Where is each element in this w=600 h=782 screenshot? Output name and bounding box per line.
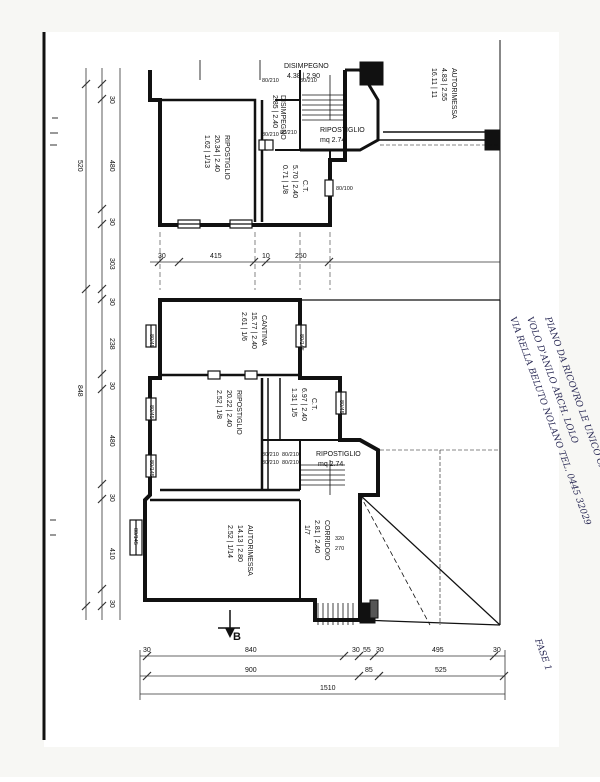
dim-label: 30 bbox=[352, 647, 360, 654]
room-area: 1/7 bbox=[303, 525, 310, 535]
room-title: RIPOSTIGLIO bbox=[223, 135, 230, 180]
window-label: 80/210 bbox=[262, 78, 279, 84]
window-label: 80/210 bbox=[262, 452, 279, 458]
lower-room-labels: CANTINA 15.77 | 2.40 2.61 | 1/6 RIPOSTIG… bbox=[215, 312, 361, 576]
upper-windows bbox=[177, 139, 334, 229]
window-label: 80/210 bbox=[262, 132, 279, 138]
window-label: 80/145 bbox=[298, 334, 304, 351]
dim-label: 30 bbox=[108, 96, 115, 104]
dim-label: 1510 bbox=[320, 685, 336, 692]
window-label: 80/210 bbox=[282, 460, 299, 466]
room-dims: 4.38 | 2.90 bbox=[287, 73, 320, 80]
dim-label: 320 bbox=[335, 536, 344, 542]
stray-marks bbox=[50, 60, 261, 536]
room-dims: 14.13 | 2.80 bbox=[236, 525, 243, 562]
dim-label: 30 bbox=[143, 647, 151, 654]
room-area: 0.71 | 1/8 bbox=[281, 165, 288, 194]
dim-label: 250 bbox=[295, 253, 307, 260]
room-title: CANTINA bbox=[260, 315, 267, 346]
room-area: 2.52 | 1/14 bbox=[226, 525, 233, 558]
dim-label: 525 bbox=[435, 667, 447, 674]
room-area: 1.62 | 1/13 bbox=[203, 135, 210, 168]
dim-label: 30 bbox=[108, 298, 115, 306]
section-marker-b: B bbox=[218, 610, 241, 643]
room-title: RIPOSTIGLIO bbox=[320, 127, 365, 134]
room-title: C.T. bbox=[301, 180, 308, 193]
upper-room-labels: DISIMPEGNO 4.38 | 2.90 DISIMPEGNO 2.85 |… bbox=[203, 63, 457, 198]
dim-label: 303 bbox=[108, 258, 115, 270]
room-dims: 20.22 | 2.40 bbox=[225, 390, 232, 427]
room-title: CORRIDOIO bbox=[323, 520, 330, 561]
room-area: mq 2.74 bbox=[320, 137, 345, 144]
room-area: mq 2.74 bbox=[318, 461, 343, 468]
dim-label: 30 bbox=[376, 647, 384, 654]
room-dims: 15.77 | 2.40 bbox=[250, 312, 257, 349]
room-title: C.T. bbox=[310, 398, 317, 411]
dim-label: 85 bbox=[365, 667, 373, 674]
left-dimension-lines bbox=[81, 68, 121, 620]
dim-label: 480 bbox=[108, 435, 115, 447]
room-title: DISIMPEGNO bbox=[279, 95, 286, 140]
room-dims: 2.81 | 2.40 bbox=[313, 520, 320, 553]
window-label: 80/210 bbox=[300, 78, 317, 84]
section-marker-label: B bbox=[233, 631, 241, 643]
lower-windows bbox=[129, 324, 347, 556]
dim-label: 270 bbox=[335, 546, 344, 552]
room-title: RIPOSTIGLIO bbox=[235, 390, 242, 435]
dim-label: 415 bbox=[210, 253, 222, 260]
room-dims: 5.70 | 2.40 bbox=[291, 165, 298, 198]
window-label: 80/45 bbox=[338, 400, 344, 414]
dim-label: 900 bbox=[245, 667, 257, 674]
dim-label: 10 bbox=[262, 253, 270, 260]
upper-block-walls bbox=[148, 40, 501, 300]
dim-label: 480 bbox=[108, 160, 115, 172]
bottom-dimension-lines bbox=[139, 650, 509, 700]
room-area: 2.52 | 1/8 bbox=[215, 390, 222, 419]
room-dims: 6.97 | 2.40 bbox=[300, 388, 307, 421]
room-area: 16.11 | 11 bbox=[430, 68, 437, 98]
room-title: AUTORIMESSA bbox=[450, 68, 457, 119]
dim-label: 30 bbox=[108, 382, 115, 390]
dim-label: 55 bbox=[363, 647, 371, 654]
window-label: 80/210 bbox=[280, 130, 297, 136]
room-area: 2.61 | 1/6 bbox=[240, 312, 247, 341]
dim-label: 30 bbox=[493, 647, 501, 654]
room-dims: 4.83 | 2.55 bbox=[440, 68, 447, 101]
room-dims: 2.85 | 2.40 bbox=[271, 95, 278, 128]
dim-label: 520 bbox=[76, 160, 83, 172]
lower-window-labels: 80/45 80/145 80/45 80/145 80/45 80/145 8… bbox=[132, 334, 344, 552]
middle-dimension-line: 30 415 10 250 bbox=[150, 232, 500, 290]
window-label: 80/145 bbox=[148, 460, 154, 477]
left-dimension-labels: 30 520 480 30 303 30 238 30 848 480 30 4… bbox=[76, 96, 115, 608]
dim-label: 30 bbox=[108, 218, 115, 226]
room-title: DISIMPEGNO bbox=[284, 63, 329, 70]
room-area: 1.31 | 1/5 bbox=[290, 388, 297, 417]
window-label: 80/100 bbox=[336, 186, 353, 192]
dim-label: 848 bbox=[76, 385, 83, 397]
dim-label: 30 bbox=[108, 600, 115, 608]
dim-label: 30 bbox=[108, 494, 115, 502]
window-label: 80/210 bbox=[282, 452, 299, 458]
dim-label: 840 bbox=[245, 647, 257, 654]
upper-window-labels: 80/210 80/210 80/210 80/210 80/100 bbox=[262, 78, 353, 192]
room-dims: 20.34 | 2.40 bbox=[213, 135, 220, 172]
bottom-dimension-labels: 30 840 30 55 30 495 30 900 85 525 1510 bbox=[143, 647, 501, 692]
window-label: 80/45 bbox=[148, 334, 154, 348]
window-label: 80/145 bbox=[132, 528, 138, 545]
dim-label: 410 bbox=[108, 548, 115, 560]
dim-label: 238 bbox=[108, 338, 115, 350]
dim-label: 30 bbox=[158, 253, 166, 260]
room-title: RIPOSTIGLIO bbox=[316, 451, 361, 458]
dim-label: 495 bbox=[432, 647, 444, 654]
window-label: 80/45 bbox=[148, 405, 154, 419]
window-label: 80/210 bbox=[262, 460, 279, 466]
room-title: AUTORIMESSA bbox=[246, 525, 253, 576]
